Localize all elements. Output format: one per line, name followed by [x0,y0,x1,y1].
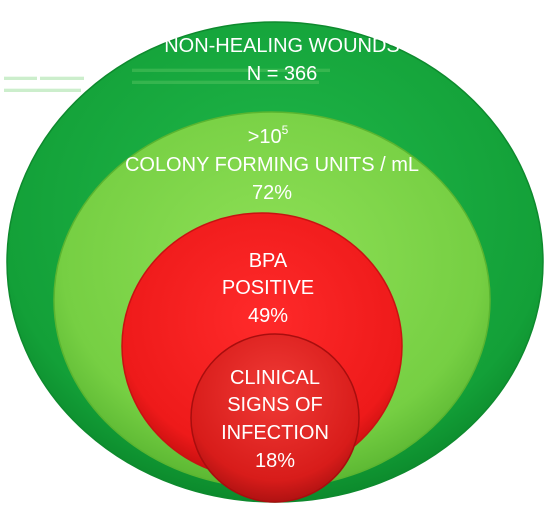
second-label-line2: COLONY FORMING UNITS / mL [125,154,419,176]
outer-label-line1: NON-HEALING WOUNDS [164,35,400,57]
second-label-superscript: 5 [282,123,289,137]
ghost-text-left-2: ▬▬▬▬▬▬▬ [4,83,81,95]
second-label-line1: >105 [248,123,289,148]
inner-circle-clinical-infection [190,333,360,503]
third-label-line1: BPA [249,250,288,272]
third-label-line3: 49% [248,305,288,327]
inner-label-line1: CLINICAL [230,367,320,389]
ghost-text-left: ▬▬▬ ▬▬▬▬ [4,71,84,83]
third-label-line2: POSITIVE [222,277,314,299]
inner-label-line2: SIGNS OF [227,394,323,416]
second-label-base: >10 [248,126,282,148]
inner-label-line4: 18% [255,450,295,472]
ghost-text-center-2: ▬▬▬▬▬▬▬▬▬▬▬▬▬▬▬▬▬ [132,75,319,87]
inner-label-line3: INFECTION [221,422,329,444]
second-label-line3: 72% [252,182,292,204]
outer-label-line2: N = 366 [247,63,318,85]
ghost-text-center: ▬▬▬▬▬▬▬▬▬▬▬▬▬▬▬▬▬▬ [132,63,330,75]
